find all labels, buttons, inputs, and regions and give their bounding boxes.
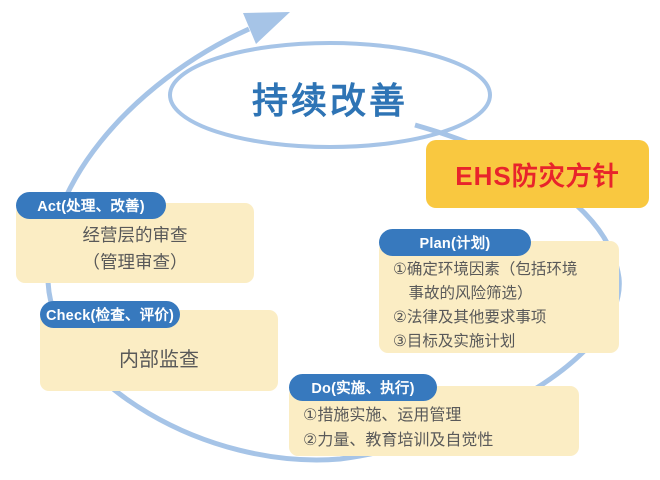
stage-card-act-text: 经营层的审查 （管理审查）: [82, 224, 188, 272]
stage-pill-do: Do(实施、执行): [289, 374, 437, 401]
stage-card-check-text: 内部监查: [119, 349, 199, 371]
ehs-policy-badge: EHS防灾方针: [426, 140, 649, 208]
cycle-title: 持续改善: [251, 80, 408, 121]
stage-card-plan-text: ①确定环境因素（包括环境 事故的风险筛选） ②法律及其他要求事项 ③目标及实施计…: [393, 261, 578, 351]
cycle-arrowhead-icon: [243, 12, 290, 44]
stage-pill-plan: Plan(计划): [379, 229, 531, 256]
title-ellipse: [168, 41, 492, 149]
cycle-spiral-arrow: [45, 26, 622, 463]
stage-pill-act: Act(处理、改善): [16, 192, 166, 219]
stage-card-plan: ①确定环境因素（包括环境 事故的风险筛选） ②法律及其他要求事项 ③目标及实施计…: [379, 241, 619, 353]
stage-card-do-text: ①措施实施、运用管理 ②力量、教育培训及自觉性: [303, 407, 494, 449]
stage-pill-check: Check(检查、评价): [40, 301, 180, 328]
